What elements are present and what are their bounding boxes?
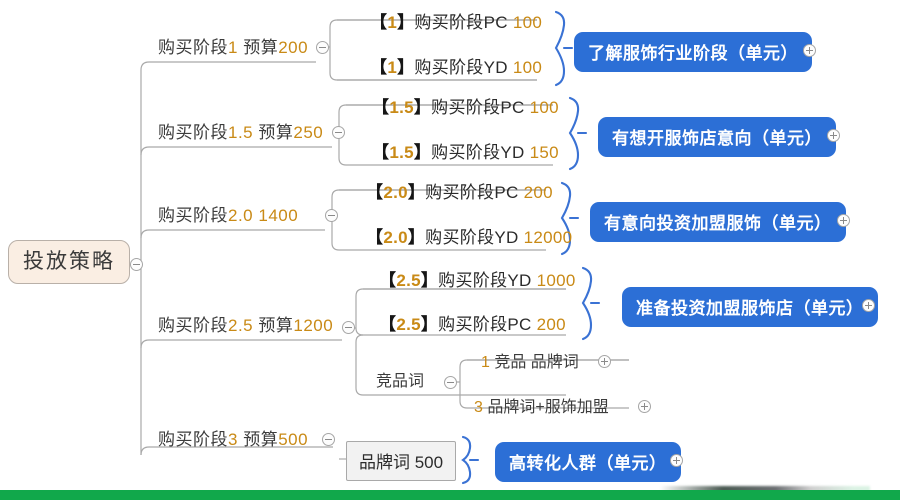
leaf-node-brand-keyword[interactable]: 品牌词 500 (346, 441, 457, 481)
branch-2-collapse-toggle[interactable] (332, 126, 345, 139)
sub-child-label-1[interactable]: 1 竞品 品牌词 (481, 354, 579, 371)
root-collapse-toggle[interactable] (130, 258, 143, 271)
sub-branch-label-competitor[interactable]: 竞品词 (376, 373, 425, 390)
branch-4-collapse-toggle[interactable] (342, 321, 355, 334)
child-label-4-2[interactable]: 【2.5】购买阶段PC 200 (379, 315, 566, 334)
branch-1-collapse-toggle[interactable] (316, 41, 329, 54)
child-label-4-1[interactable]: 【2.5】购买阶段YD 1000 (379, 271, 576, 290)
unit-pill-3[interactable]: 有意向投资加盟服饰（单元） (590, 202, 846, 242)
branch-5-collapse-toggle[interactable] (322, 433, 335, 446)
root-node[interactable]: 投放策略 (8, 240, 130, 285)
branch-3-collapse-toggle[interactable] (325, 209, 338, 222)
branch-label-3[interactable]: 购买阶段2.0 1400 (158, 206, 299, 225)
branch-label-1[interactable]: 购买阶段1 预算200 (158, 38, 309, 57)
unit-pill-1-expand-toggle[interactable] (803, 44, 816, 57)
unit-pill-3-expand-toggle[interactable] (837, 214, 850, 227)
child-label-2-2[interactable]: 【1.5】购买阶段YD 150 (372, 143, 559, 162)
unit-pill-5[interactable]: 高转化人群（单元） (495, 442, 681, 482)
branch-label-5[interactable]: 购买阶段3 预算500 (158, 430, 309, 449)
sub-child-label-2[interactable]: 3 品牌词+服饰加盟 (474, 399, 609, 416)
unit-pill-4-expand-toggle[interactable] (862, 299, 875, 312)
sub-branch-competitor-collapse-toggle[interactable] (444, 376, 457, 389)
child-label-1-1[interactable]: 【1】购买阶段PC 100 (370, 13, 543, 32)
unit-pill-4[interactable]: 准备投资加盟服饰店（单元） (622, 287, 878, 327)
bottom-green-strip (0, 490, 900, 500)
child-label-2-1[interactable]: 【1.5】购买阶段PC 100 (372, 98, 559, 117)
branch-label-4[interactable]: 购买阶段2.5 预算1200 (158, 316, 334, 335)
child-label-3-1[interactable]: 【2.0】购买阶段PC 200 (366, 183, 553, 202)
unit-pill-1[interactable]: 了解服饰行业阶段（单元） (574, 32, 812, 72)
unit-pill-2-expand-toggle[interactable] (827, 129, 840, 142)
unit-pill-5-expand-toggle[interactable] (670, 454, 683, 467)
branch-label-2[interactable]: 购买阶段1.5 预算250 (158, 123, 324, 142)
child-label-3-2[interactable]: 【2.0】购买阶段YD 12000 (366, 228, 573, 247)
sub-child-1-expand-toggle[interactable] (598, 355, 611, 368)
unit-pill-2[interactable]: 有想开服饰店意向（单元） (598, 117, 836, 157)
sub-child-2-expand-toggle[interactable] (638, 400, 651, 413)
child-label-1-2[interactable]: 【1】购买阶段YD 100 (370, 58, 543, 77)
